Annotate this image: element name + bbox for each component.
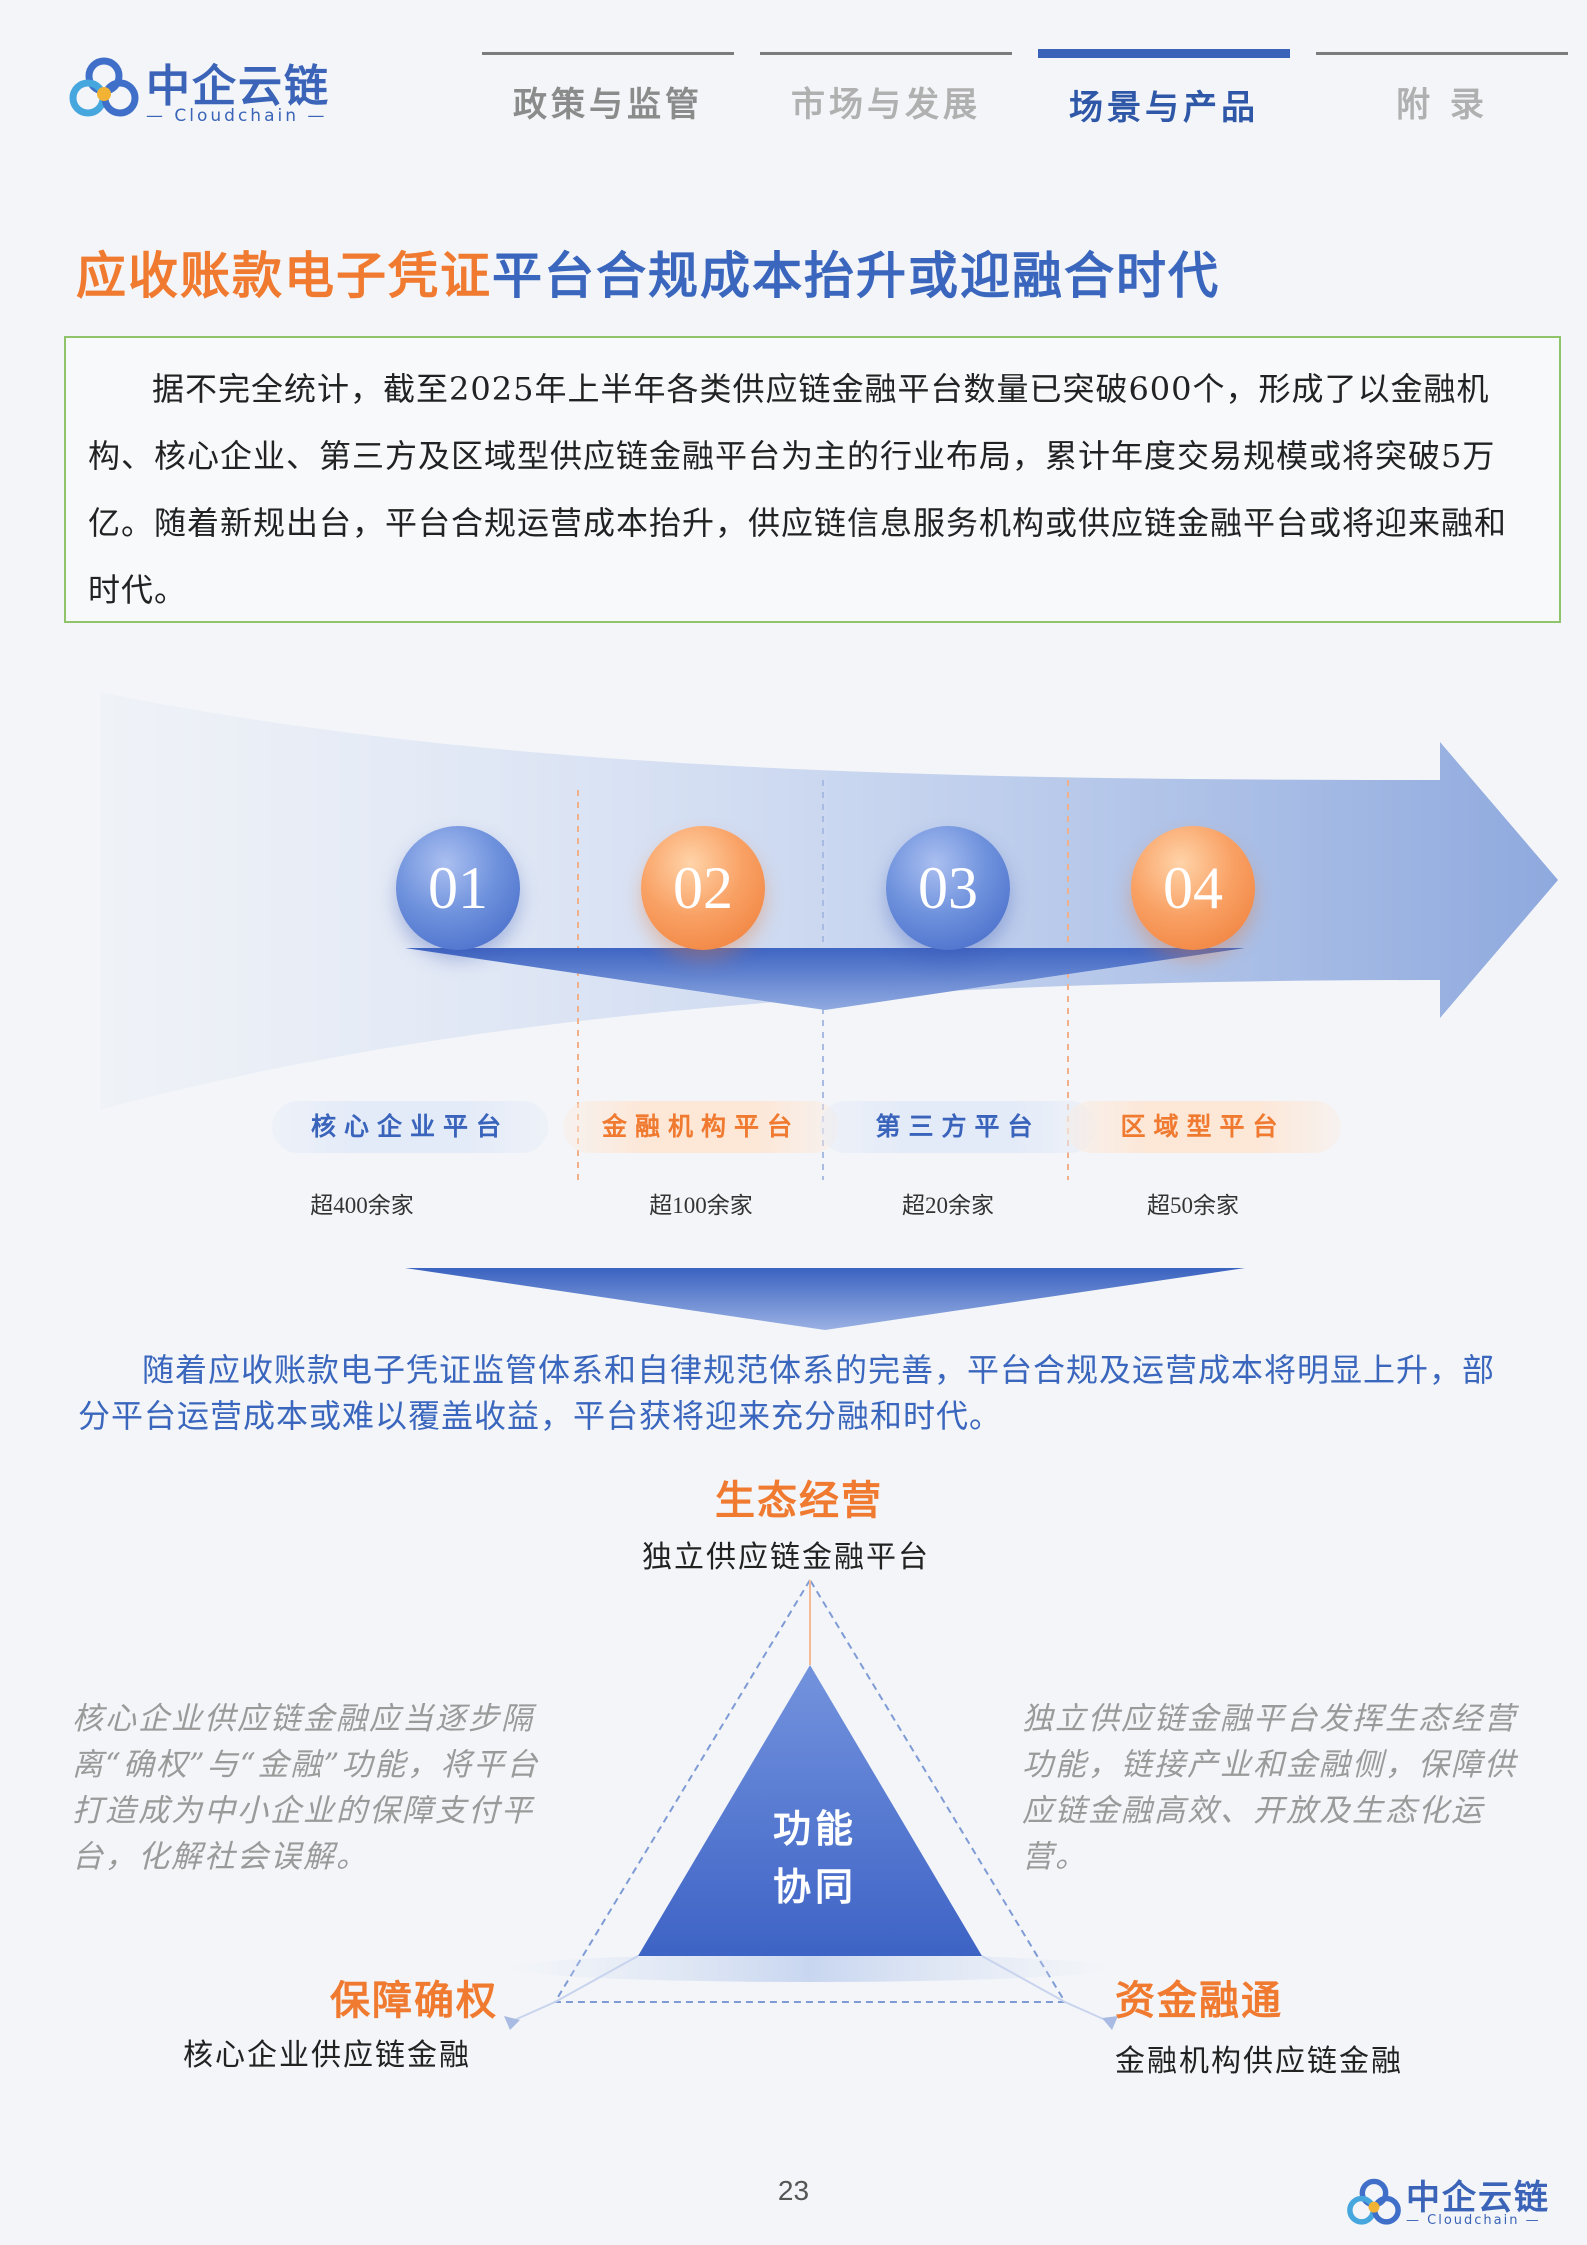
tab-policy-regulation[interactable]: 政策与监管 <box>482 52 734 126</box>
inner-solid-triangle <box>638 1665 982 1956</box>
tab-underline <box>760 52 1012 55</box>
platform-label-regional: 区域型平台 <box>1065 1101 1341 1153</box>
intro-box: 据不完全统计，截至2025年上半年各类供应链金融平台数量已突破600个，形成了以… <box>64 336 1561 623</box>
connector-line <box>554 1955 639 2003</box>
center-line-1: 功能 <box>772 1807 857 1851</box>
function-triangle-graphic <box>504 1578 1118 2030</box>
platform-label-financial-institution: 金融机构平台 <box>563 1101 839 1153</box>
platform-count: 超20余家 <box>902 1193 994 1218</box>
center-line-2: 协同 <box>772 1865 857 1909</box>
platform-arrow-graphic <box>100 692 1558 1180</box>
title-main: 平台合规成本抬升或迎融合时代 <box>492 246 1220 305</box>
left-corner-subtitle: 核心企业供应链金融 <box>183 2038 471 2073</box>
triangle-center-label: 功能 协同 <box>735 1800 895 1916</box>
top-corner-title: 生态经营 <box>715 1477 883 1524</box>
tab-underline <box>482 52 734 55</box>
cloud-logo-icon <box>1347 2178 1401 2225</box>
platform-count: 超100余家 <box>649 1193 753 1218</box>
connector-arrowhead <box>1102 2016 1118 2030</box>
tab-label: 场景与产品 <box>1069 88 1259 128</box>
connector-line <box>1064 2001 1111 2023</box>
step-number-02: 02 <box>641 826 765 950</box>
platform-label-third-party: 第三方平台 <box>820 1101 1096 1153</box>
connector-line <box>981 1955 1066 2003</box>
cloud-logo-icon <box>69 57 139 117</box>
intro-text: 据不完全统计，截至2025年上半年各类供应链金融平台数量已突破600个，形成了以… <box>88 370 1508 609</box>
platform-label-core-enterprise: 核心企业平台 <box>272 1101 548 1153</box>
connector-line <box>509 2001 556 2023</box>
tab-label: 市场与发展 <box>791 85 981 125</box>
right-corner-title: 资金融通 <box>1115 1977 1283 2024</box>
left-description: 核心企业供应链金融应当逐步隔离“确权”与“金融”功能，将平台打造成为中小企业的保… <box>72 1701 540 1875</box>
step-number-01: 01 <box>396 826 520 950</box>
outer-dashed-triangle <box>553 1578 1067 2003</box>
down-arrow-graphic <box>405 1268 1245 1330</box>
connector-arrowhead <box>504 2016 520 2030</box>
left-corner-title: 保障确权 <box>330 1977 498 2024</box>
page-title: 应收账款电子凭证平台合规成本抬升或迎融合时代 <box>76 236 1220 308</box>
tab-underline <box>1316 52 1568 55</box>
arrow-body <box>100 692 1558 1110</box>
brand-logo: 中企云链 — Cloudchain — <box>68 50 338 140</box>
triangle-shadow <box>510 1954 1110 1982</box>
tab-scenario-product[interactable]: 场景与产品 <box>1038 49 1290 129</box>
top-corner-subtitle: 独立供应链金融平台 <box>642 1540 930 1575</box>
right-description: 独立供应链金融平台发挥生态经营功能，链接产业和金融侧，保障供应链金融高效、开放及… <box>1022 1701 1517 1875</box>
title-highlight: 应收账款电子凭证 <box>76 246 492 305</box>
footer-brand-logo: 中企云链 — Cloudchain — <box>1346 2170 1576 2236</box>
step-number-03: 03 <box>886 826 1010 950</box>
tab-label: 政策与监管 <box>513 85 703 125</box>
step-number-04: 04 <box>1131 826 1255 950</box>
tab-underline-active <box>1038 49 1290 58</box>
logo-chinese-name: 中企云链 <box>1406 2178 1550 2218</box>
right-corner-subtitle: 金融机构供应链金融 <box>1115 2044 1403 2079</box>
logo-english-name: — Cloudchain — <box>146 106 328 126</box>
down-arrow-shape <box>405 1268 1245 1330</box>
platform-count: 超50余家 <box>1147 1193 1239 1218</box>
down-arrow <box>405 948 1245 1010</box>
tab-label: 附 录 <box>1396 85 1488 125</box>
page-number: 23 <box>777 2175 810 2206</box>
tab-market-development[interactable]: 市场与发展 <box>760 52 1012 126</box>
summary-text: 随着应收账款电子凭证监管体系和自律规范体系的完善，平台合规及运营成本将明显上升，… <box>78 1351 1496 1435</box>
logo-chinese-name: 中企云链 <box>146 61 330 112</box>
logo-english-name: — Cloudchain — <box>1406 2213 1541 2228</box>
platform-count: 超400余家 <box>310 1193 414 1218</box>
tab-appendix[interactable]: 附 录 <box>1316 52 1568 126</box>
